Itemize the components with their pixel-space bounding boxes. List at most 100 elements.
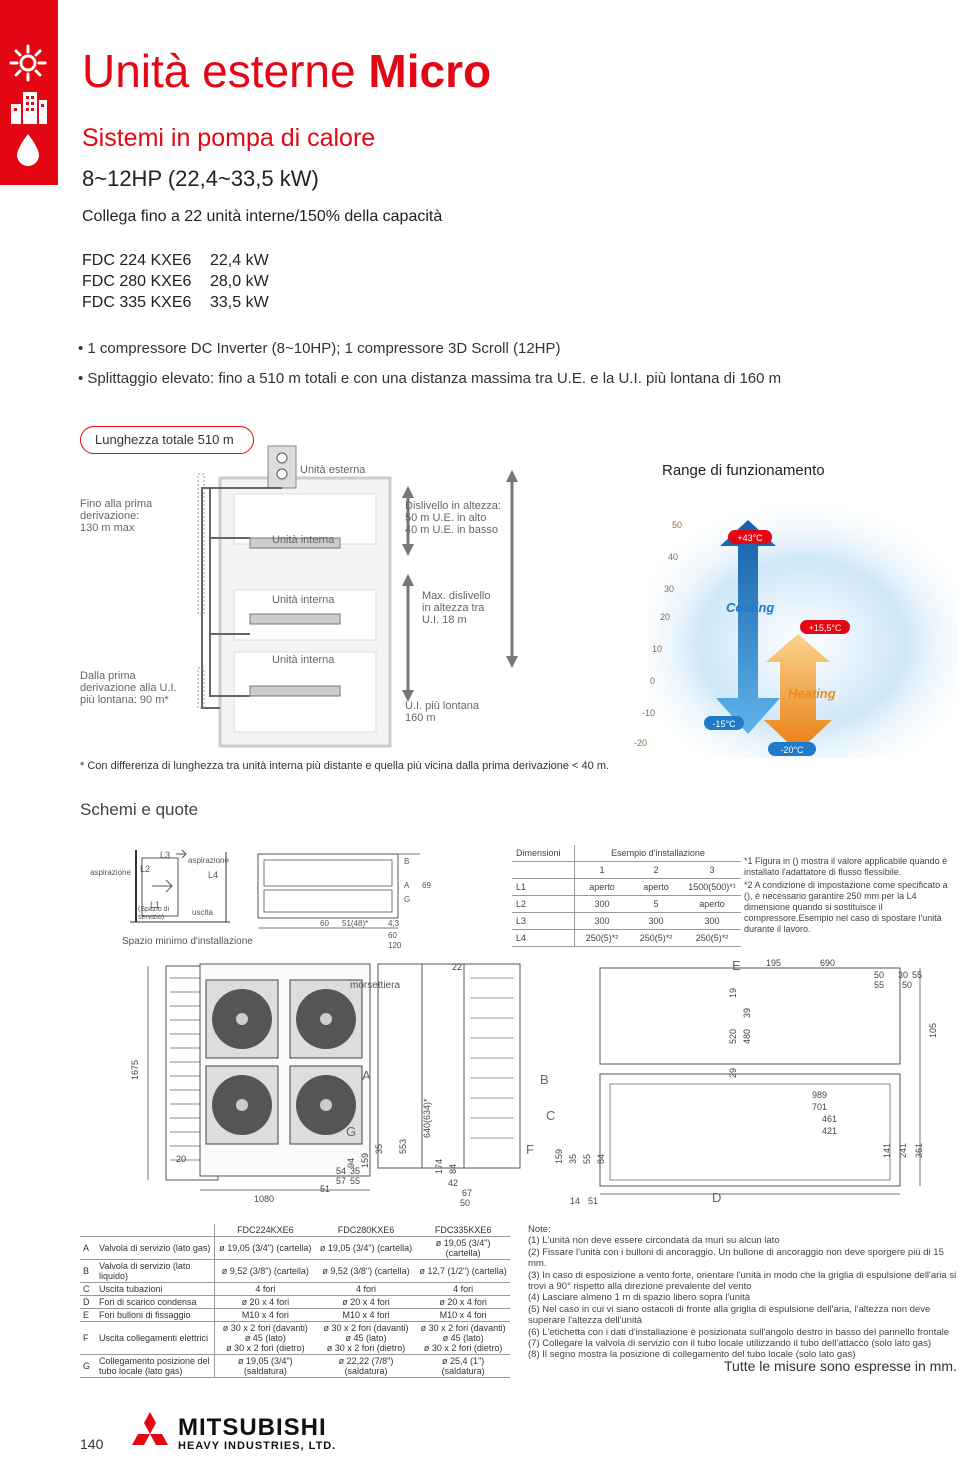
note-item: (5) Nel caso in cui vi siano ostacoli di… [528,1303,931,1327]
morsettiera-label: morsettiera [350,980,401,991]
dim-label: B [404,857,409,866]
piping-diagram [197,445,518,748]
table-cell: FDC335KXE6 [416,1224,510,1237]
table-row: Dimensioni Esempio d'installazione [512,845,741,862]
dim-label: 55 [912,970,922,980]
table-cell: ø 19,05 (3/4") (cartella) [214,1236,316,1260]
building-icon [11,92,47,124]
dim-label: L4 [208,870,218,880]
aspirazione-left-label: aspirazione [90,868,131,877]
page-subtitle: Sistemi in pompa di calore [82,124,376,152]
label-line: 130 m max [80,522,135,534]
dim-label: 67 [462,1188,472,1198]
model-power: 22,4 kW [210,252,269,269]
table-cell: aperto [629,878,683,896]
table-cell [80,1224,96,1237]
length-footnote: * Con differenza di lunghezza tra unità … [80,760,610,772]
dim-label: G [404,895,410,904]
table-cell: 300 [574,912,629,930]
dimension-table: Dimensioni Esempio d'installazione 1 2 3… [512,845,741,947]
dim-label: 35 [568,1154,578,1164]
category-sidebar [0,0,58,185]
table-cell: C [80,1282,96,1296]
dim-label: 42 [448,1178,458,1188]
dim-label: 50 [874,970,884,980]
dim-label: L3 [160,850,170,860]
table-cell: ø 19,05 (3/4") (cartella) [315,1236,417,1260]
model-name: FDC 224 KXE6 [82,252,192,269]
dim-label: A [404,881,410,890]
tick-label: 30 [664,584,674,594]
note-item: (6) L'etichetta con i dati d'installazio… [528,1326,950,1338]
logo-line: HEAVY INDUSTRIES, LTD. [178,1440,337,1452]
table-cell: 2 [629,861,683,879]
label-line: derivazione alla U.I. [80,682,177,694]
indoor-unit-label: Unità interna [272,654,335,666]
table-cell: ø 9,52 (3/8") (cartella) [315,1259,417,1283]
table-cell: Fori bulloni di fissaggio [96,1308,215,1322]
dim-label: 989 [812,1090,827,1100]
note-item: (2) Fissare l'unità con i bulloni di anc… [528,1246,944,1270]
connect-capacity: Collega fino a 22 unità interne/150% del… [82,208,443,225]
label-line: 160 m [405,712,436,724]
water-drop-icon [17,134,39,166]
dim-label: 480 [742,1029,752,1044]
logo-line: MITSUBISHI [178,1414,327,1441]
model-power: 28,0 kW [210,273,269,290]
aspirazione-top-label: aspirazione [188,856,229,865]
tick-label: -10 [642,708,655,718]
dim-label: 461 [822,1114,837,1124]
dim-label: L1 [150,900,160,910]
table-cell: 4 fori [315,1282,417,1296]
temp-label: -15°C [712,719,736,729]
dim-label: 35 [350,1166,360,1176]
tick-label: 10 [652,644,662,654]
unit-technical-drawing: 1675 20 1080 640(634)* 553 35 159 94 174… [130,958,938,1208]
note-item: *2 A condizione di impostazione come spe… [744,880,948,934]
height-diff-label: Dislivello in altezza: 50 m U.E. in alto… [405,500,501,536]
dim-label: 30 [898,970,908,980]
table-cell: ø 9,52 (3/8") (cartella) [214,1259,316,1283]
dim-label: 1080 [254,1194,274,1204]
label-line: derivazione: [80,510,140,522]
dim-label: 553 [398,1139,408,1154]
dim-label: 50 [902,980,912,990]
feature-bullets: 1 compressore DC Inverter (8~10HP); 1 co… [78,334,781,394]
heating-arrow [764,634,832,752]
bullet-item: Splittaggio elevato: fino a 510 m totali… [78,364,781,394]
farthest-unit-label: U.I. più lontana 160 m [405,700,479,724]
dim-label: 19 [728,988,738,998]
part-letter: E [732,958,741,973]
label-line: servizio) [138,914,165,921]
dim-label: 520 [728,1029,738,1044]
dim-label: 51(48)* [342,919,368,928]
part-letter: C [546,1108,555,1123]
temp-label: +15,5°C [809,623,842,633]
indoor-unit-label: Unità interna [272,594,335,606]
table-cell: ø 19,05 (3/4") (cartella) [416,1236,510,1260]
table-cell: FDC280KXE6 [315,1224,417,1237]
dim-label: 701 [812,1102,827,1112]
table-cell: ø 30 x 2 fori (davanti) ø 45 (lato) ø 30… [214,1321,316,1355]
dim-label: 105 [928,1023,938,1038]
table-cell: aperto [683,895,741,913]
table-cell: ø 22,22 (7/8") (saldatura) [315,1354,417,1378]
table-cell: 4 fori [214,1282,316,1296]
note-item: (3) In caso di esposizione a vento forte… [528,1269,957,1293]
dim-label: 20 [176,1154,186,1164]
table-cell: M10 x 4 fori [315,1308,417,1322]
installation-notes: Note: (1) L'unità non deve essere circon… [528,1224,958,1361]
dim-label: 55 [582,1154,592,1164]
temp-label: +43°C [737,533,763,543]
dim-label: 55 [350,1176,360,1186]
table-cell: ø 19,05 (3/4") (saldatura) [214,1354,316,1378]
install-space-diagram: L2 L3 L4 L1 [130,849,230,923]
operating-range-chart: 50 40 30 20 10 0 -10 -20 Cooling Heating… [634,504,958,758]
